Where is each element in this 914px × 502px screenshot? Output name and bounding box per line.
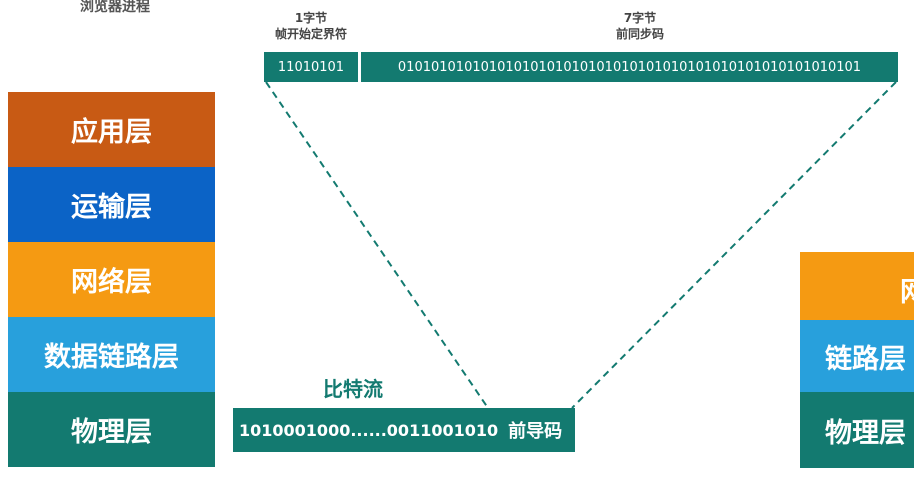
layer-network: 网络层 xyxy=(8,242,215,317)
layer-application: 应用层 xyxy=(8,92,215,167)
right-layer-datalink: 链路层 xyxy=(800,320,914,392)
sfd-box: 11010101 xyxy=(264,52,358,82)
preamble-name: 前同步码 xyxy=(615,27,664,41)
left-dashed-line xyxy=(265,81,489,409)
preamble-label: 7字节 前同步码 xyxy=(560,10,720,42)
page-title: 浏览器进程 xyxy=(80,0,150,15)
right-layer-network: 网 xyxy=(800,252,914,327)
sfd-name: 帧开始定界符 xyxy=(274,27,347,41)
right-dashed-line xyxy=(571,81,897,409)
bitstream-title: 比特流 xyxy=(323,377,383,401)
right-layer-physical: 物理层 xyxy=(800,392,914,468)
preamble-box: 0101010101010101010101010101010101010101… xyxy=(361,52,898,82)
sfd-label: 1字节 帧开始定界符 xyxy=(262,10,360,42)
layer-physical: 物理层 xyxy=(8,392,215,467)
sfd-size: 1字节 xyxy=(294,11,328,25)
bitstream-bits: 1010001000......0011001010 xyxy=(239,420,499,440)
preamble-size: 7字节 xyxy=(623,11,657,25)
layer-datalink: 数据链路层 xyxy=(8,317,215,392)
layer-transport: 运输层 xyxy=(8,167,215,242)
bitstream-box: 1010001000......0011001010 前导码 xyxy=(233,408,575,452)
preamble-marker-label: 前导码 xyxy=(508,421,563,442)
